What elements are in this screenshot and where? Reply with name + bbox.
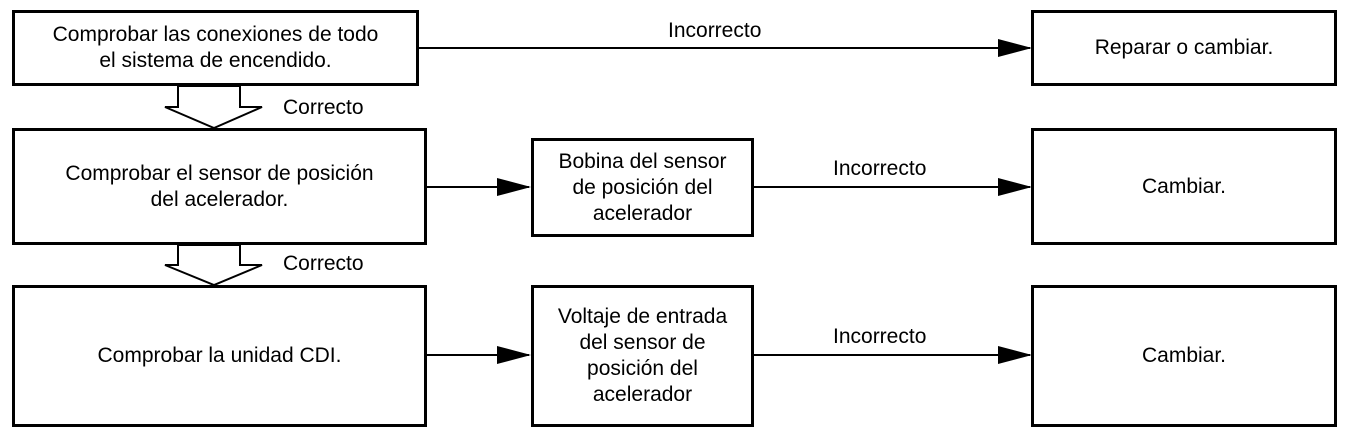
node-tps-input-voltage: Voltaje de entrada del sensor de posició… [531,285,754,427]
node-replace-2: Cambiar. [1031,285,1337,427]
node-check-tps: Comprobar el sensor de posición del acel… [12,128,427,245]
arrow-correct-2 [164,244,263,287]
node-repair-replace: Reparar o cambiar. [1031,10,1337,86]
node-check-cdi: Comprobar la unidad CDI. [12,285,427,427]
label-incorrect-3: Incorrecto [833,325,927,348]
node-check-ignition: Comprobar las conexiones de todo el sist… [12,10,419,86]
label-correct-1: Correcto [283,96,364,119]
label-incorrect-2: Incorrecto [833,157,927,180]
label-incorrect-1: Incorrecto [668,19,762,42]
node-replace-1: Cambiar. [1031,128,1337,245]
node-tps-coil: Bobina del sensor de posición del aceler… [531,138,754,237]
arrow-correct-1 [164,85,263,130]
label-correct-2: Correcto [283,252,364,275]
